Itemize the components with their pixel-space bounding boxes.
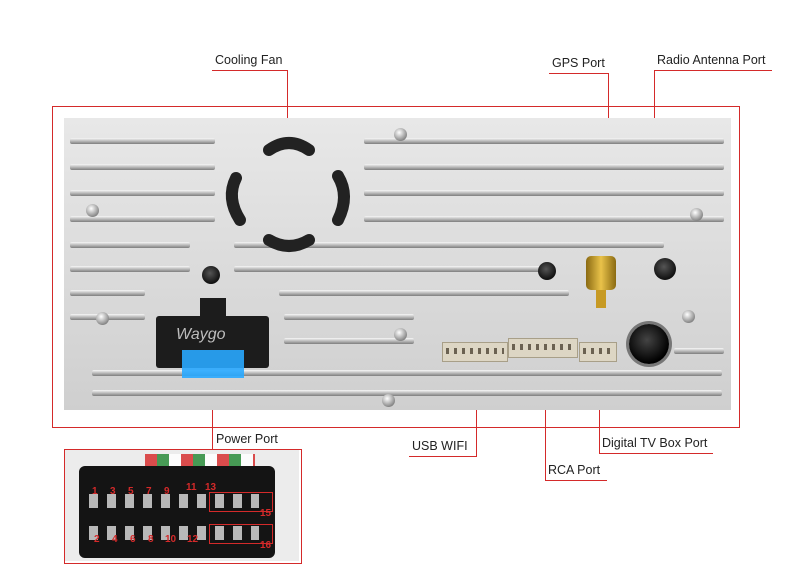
pin-number: 8 <box>148 534 154 545</box>
mount-hole <box>654 258 676 280</box>
rca-port-leader <box>545 352 546 480</box>
pin-number: 15 <box>260 508 272 519</box>
rca-port-underline <box>545 480 607 481</box>
heat-sink-rib <box>70 164 215 170</box>
pin-number: 11 <box>186 482 197 493</box>
pin-number: 7 <box>146 486 152 497</box>
heat-sink-rib <box>70 138 215 144</box>
heat-sink-rib <box>279 290 569 296</box>
usb-wifi-underline <box>409 456 477 457</box>
gps-antenna-connector <box>586 256 616 290</box>
pin-marker-box-top <box>209 492 273 512</box>
pin-number: 13 <box>205 482 217 493</box>
screw <box>394 128 407 141</box>
screw <box>382 394 395 407</box>
power-port-leader <box>212 375 213 449</box>
label-digital-tv-box-port: Digital TV Box Port <box>602 436 708 450</box>
pin-number: 2 <box>94 534 100 545</box>
rca-header <box>508 338 578 358</box>
heat-sink-rib <box>234 266 554 272</box>
heat-sink-rib <box>364 164 724 170</box>
pin-number: 12 <box>187 534 199 545</box>
cooling-fan-underline <box>212 70 287 71</box>
mount-hole <box>538 262 556 280</box>
heat-sink-rib <box>70 266 190 272</box>
harness-plug <box>79 466 275 558</box>
pin-number: 10 <box>165 534 177 545</box>
pin-row-top <box>89 494 259 508</box>
heat-sink-rib <box>70 190 215 196</box>
fuse <box>182 350 244 378</box>
screw <box>682 310 695 323</box>
device-frame <box>52 106 740 428</box>
pin-number: 1 <box>92 486 98 497</box>
screw <box>86 204 99 217</box>
heat-sink-rib <box>284 314 414 320</box>
heat-sink-rib <box>364 216 724 222</box>
heat-sink-rib <box>284 338 414 344</box>
heat-sink-rib <box>92 390 722 396</box>
label-power-port: Power Port <box>216 432 278 446</box>
radio-antenna-socket <box>629 324 669 364</box>
screw <box>394 328 407 341</box>
pin-number: 6 <box>130 534 136 545</box>
pin-number: 4 <box>112 534 118 545</box>
heat-sink-rib <box>92 370 722 376</box>
digital-tv-underline <box>599 453 713 454</box>
heat-sink-rib <box>674 348 724 354</box>
pin-number: 3 <box>110 486 116 497</box>
cooling-fan-vent <box>225 137 350 252</box>
heat-sink-rib <box>364 190 724 196</box>
screw <box>690 208 703 221</box>
pin-number: 9 <box>164 486 170 497</box>
wire-bundle <box>145 454 255 466</box>
pin-row-bottom <box>89 526 259 540</box>
radio-antenna-underline <box>654 70 772 71</box>
pin-number: 5 <box>128 486 134 497</box>
gps-port-underline <box>549 73 609 74</box>
gps-antenna-pin <box>596 290 606 308</box>
pin-marker-box-bottom <box>209 524 273 544</box>
digital-tv-header <box>579 342 617 362</box>
heat-sink-rib <box>364 138 724 144</box>
device-back-panel: Waygo <box>64 118 731 410</box>
screw <box>96 312 109 325</box>
label-gps-port: GPS Port <box>552 56 605 70</box>
heat-sink-rib <box>70 242 190 248</box>
heat-sink-rib <box>70 290 145 296</box>
mount-hole <box>202 266 220 284</box>
label-radio-antenna-port: Radio Antenna Port <box>657 53 766 67</box>
watermark: Waygo <box>176 326 226 343</box>
heat-sink-rib <box>70 216 215 222</box>
power-connector: Waygo <box>156 316 269 368</box>
power-port-inset: 1 3 5 7 9 11 13 2 4 6 8 10 12 15 16 <box>65 450 299 561</box>
label-rca-port: RCA Port <box>548 463 601 477</box>
power-port-inset-frame <box>64 449 302 564</box>
pin-number: 16 <box>260 540 272 551</box>
usb-wifi-header <box>442 342 508 362</box>
heat-sink-rib <box>234 242 664 248</box>
label-cooling-fan: Cooling Fan <box>215 53 283 67</box>
label-usb-wifi: USB WIFI <box>412 439 468 453</box>
power-connector-latch <box>200 298 226 318</box>
